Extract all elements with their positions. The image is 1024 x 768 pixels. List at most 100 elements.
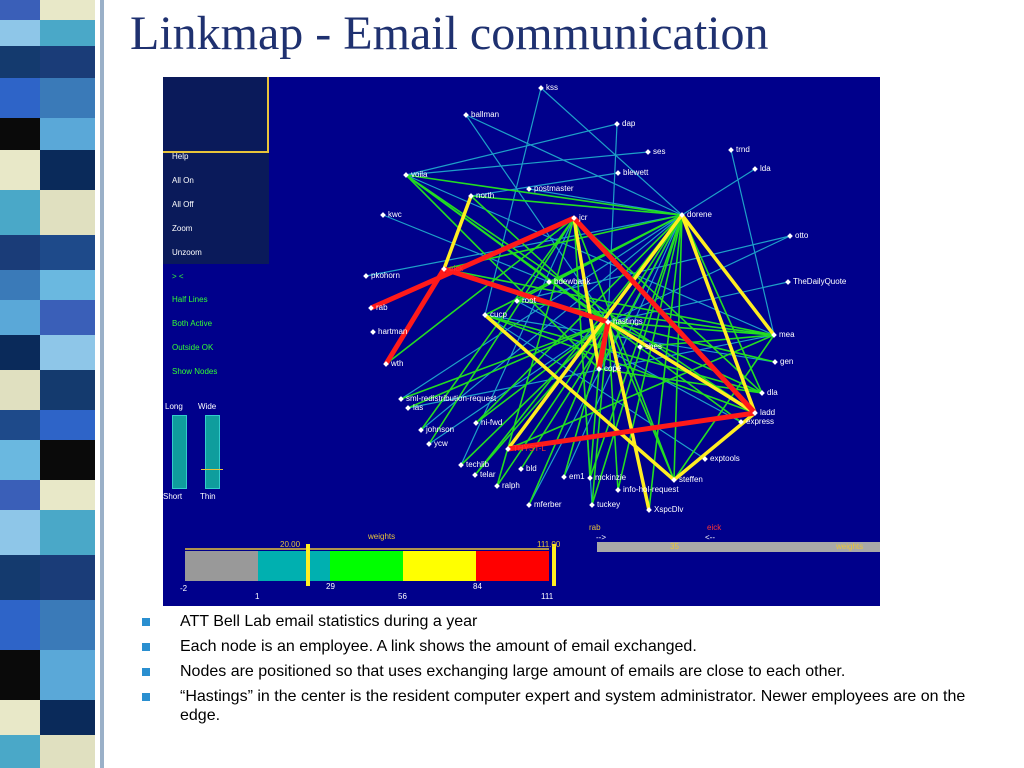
node-label[interactable]: XspcDlv bbox=[654, 505, 684, 514]
node-label[interactable]: sml-redistribution-request bbox=[406, 394, 497, 403]
link-medium[interactable] bbox=[607, 321, 619, 491]
link-heavy[interactable] bbox=[483, 313, 676, 482]
link-light[interactable] bbox=[428, 321, 609, 445]
node-marker[interactable] bbox=[605, 319, 611, 325]
node-marker[interactable] bbox=[383, 361, 389, 367]
link-heavy[interactable] bbox=[506, 213, 684, 451]
node-label[interactable]: dla bbox=[767, 388, 778, 397]
link-strongest[interactable] bbox=[572, 216, 757, 415]
link-light[interactable] bbox=[484, 314, 706, 460]
link-light[interactable] bbox=[405, 151, 649, 176]
node-label[interactable]: kss bbox=[546, 83, 558, 92]
node-marker[interactable] bbox=[368, 305, 374, 311]
node-label[interactable]: pkohorn bbox=[371, 271, 400, 280]
node-label[interactable]: jcr bbox=[579, 213, 588, 222]
node-marker[interactable] bbox=[615, 170, 621, 176]
node-label[interactable]: north bbox=[476, 191, 495, 200]
node-marker[interactable] bbox=[518, 466, 524, 472]
link-strongest[interactable] bbox=[383, 267, 447, 366]
node-marker[interactable] bbox=[482, 312, 488, 318]
node-marker[interactable] bbox=[505, 446, 511, 452]
node-marker[interactable] bbox=[752, 166, 758, 172]
menu-item-unzoom[interactable]: Unzoom bbox=[172, 248, 202, 257]
node-marker[interactable] bbox=[398, 396, 404, 402]
node-label[interactable]: voila bbox=[411, 170, 428, 179]
node-marker[interactable] bbox=[418, 427, 424, 433]
link-network[interactable] bbox=[163, 77, 880, 606]
node-label[interactable]: ses bbox=[653, 147, 666, 156]
menu-item-zoom[interactable]: Zoom bbox=[172, 224, 193, 233]
link-medium[interactable] bbox=[484, 314, 763, 394]
link-medium[interactable] bbox=[443, 268, 775, 336]
node-label[interactable]: telar bbox=[480, 470, 496, 479]
node-label[interactable]: kwc bbox=[388, 210, 402, 219]
link-medium[interactable] bbox=[607, 321, 775, 336]
link-light[interactable] bbox=[470, 172, 619, 197]
link-heavy[interactable] bbox=[607, 320, 756, 415]
node-marker[interactable] bbox=[759, 390, 765, 396]
node-label[interactable]: johnson bbox=[426, 425, 455, 434]
link-medium[interactable] bbox=[573, 217, 763, 394]
menu-item-both-active[interactable]: Both Active bbox=[172, 319, 213, 328]
node-marker[interactable] bbox=[589, 502, 595, 508]
width-slider-handle[interactable] bbox=[201, 469, 223, 470]
link-medium[interactable] bbox=[475, 321, 609, 424]
linkmap-visualization[interactable]: Help All On All Off Zoom Unzoom > < Half… bbox=[163, 77, 880, 606]
link-medium[interactable] bbox=[607, 321, 763, 394]
node-marker[interactable] bbox=[571, 215, 577, 221]
node-label[interactable]: dap bbox=[622, 119, 636, 128]
weights-min-handle[interactable] bbox=[306, 544, 310, 586]
link-light[interactable] bbox=[484, 314, 776, 363]
menu-item-all-on[interactable]: All On bbox=[172, 176, 194, 185]
node-label[interactable]: dorene bbox=[687, 210, 712, 219]
node-marker[interactable] bbox=[514, 298, 520, 304]
menu-item-help[interactable]: Help bbox=[172, 152, 189, 161]
node-label[interactable]: ni-fwd bbox=[481, 418, 503, 427]
node-label[interactable]: postmaster bbox=[534, 184, 574, 193]
node-label[interactable]: blewett bbox=[623, 168, 649, 177]
node-label[interactable]: las bbox=[413, 403, 424, 412]
link-medium[interactable] bbox=[385, 217, 575, 365]
node-label[interactable]: otto bbox=[795, 231, 809, 240]
link-medium[interactable] bbox=[496, 321, 609, 487]
node-marker[interactable] bbox=[458, 462, 464, 468]
node-label[interactable]: bld bbox=[526, 464, 537, 473]
node-label[interactable]: em1 bbox=[569, 472, 585, 481]
width-slider[interactable] bbox=[205, 415, 220, 489]
node-marker[interactable] bbox=[679, 212, 685, 218]
menu-item-half-lines[interactable]: Half Lines bbox=[172, 295, 208, 304]
node-marker[interactable] bbox=[671, 477, 677, 483]
link-strongest[interactable] bbox=[369, 215, 576, 311]
link-medium[interactable] bbox=[405, 174, 683, 216]
node-marker[interactable] bbox=[561, 474, 567, 480]
link-strongest[interactable] bbox=[443, 266, 609, 325]
link-heavy[interactable] bbox=[606, 321, 651, 511]
link-medium[interactable] bbox=[400, 321, 609, 400]
node-label[interactable]: bdewbank bbox=[554, 277, 591, 286]
node-label[interactable]: gen bbox=[780, 357, 794, 366]
node-label[interactable]: hartman bbox=[378, 327, 408, 336]
node-label[interactable]: cope bbox=[604, 364, 622, 373]
link-medium[interactable] bbox=[470, 195, 683, 216]
node-label[interactable]: shes bbox=[645, 342, 662, 351]
link-medium[interactable] bbox=[496, 217, 575, 487]
node-marker[interactable] bbox=[472, 472, 478, 478]
link-light[interactable] bbox=[540, 87, 683, 216]
node-label[interactable]: rab bbox=[376, 303, 388, 312]
menu-item-collapse[interactable]: > < bbox=[172, 272, 184, 281]
link-light[interactable] bbox=[484, 87, 542, 316]
link-medium[interactable] bbox=[407, 321, 609, 409]
link-medium[interactable] bbox=[673, 334, 775, 481]
node-marker[interactable] bbox=[426, 441, 432, 447]
node-label[interactable]: tuckey bbox=[597, 500, 621, 509]
link-light[interactable] bbox=[400, 214, 683, 400]
link-medium[interactable] bbox=[673, 214, 683, 481]
node-marker[interactable] bbox=[637, 344, 643, 350]
link-heavy[interactable] bbox=[442, 195, 473, 270]
node-label[interactable]: hastings bbox=[613, 317, 643, 326]
node-marker[interactable] bbox=[494, 483, 500, 489]
node-label[interactable]: wth bbox=[391, 359, 404, 368]
link-medium[interactable] bbox=[607, 321, 675, 481]
node-marker[interactable] bbox=[587, 475, 593, 481]
link-medium[interactable] bbox=[475, 214, 683, 424]
